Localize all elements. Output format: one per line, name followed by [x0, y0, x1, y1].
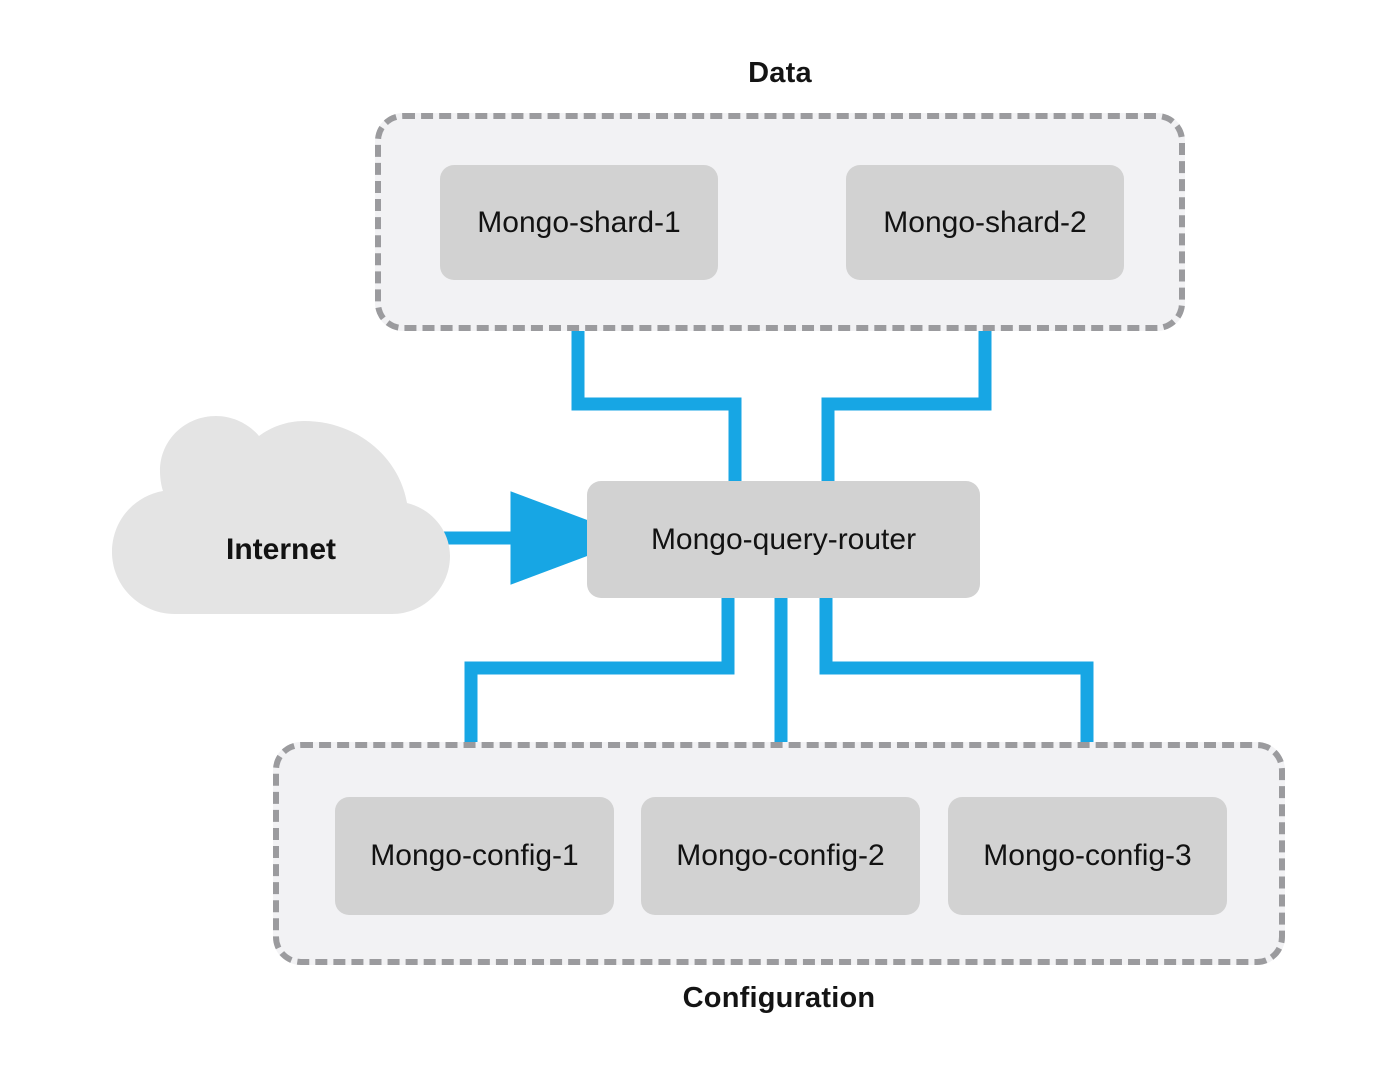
- node-mongo-config-2[interactable]: Mongo-config-2: [641, 797, 920, 915]
- edge-router-config3: [819, 592, 1094, 805]
- node-mongo-config-1[interactable]: Mongo-config-1: [335, 797, 614, 915]
- node-mongo-config-3[interactable]: Mongo-config-3: [948, 797, 1227, 915]
- node-mongo-shard-1[interactable]: Mongo-shard-1: [440, 165, 718, 280]
- node-mongo-shard-2[interactable]: Mongo-shard-2: [846, 165, 1124, 280]
- edge-router-config1: [464, 592, 735, 805]
- node-mongo-query-router[interactable]: Mongo-query-router: [587, 481, 980, 598]
- edge-shard1-router: [571, 272, 742, 487]
- internet-cloud-shape: [112, 416, 450, 614]
- data-group-caption: Data: [748, 57, 812, 89]
- configuration-group-caption: Configuration: [682, 982, 876, 1014]
- internet-label: Internet: [225, 533, 336, 566]
- internet-cloud[interactable]: Internet: [112, 416, 450, 614]
- edge-shard2-router: [821, 272, 992, 487]
